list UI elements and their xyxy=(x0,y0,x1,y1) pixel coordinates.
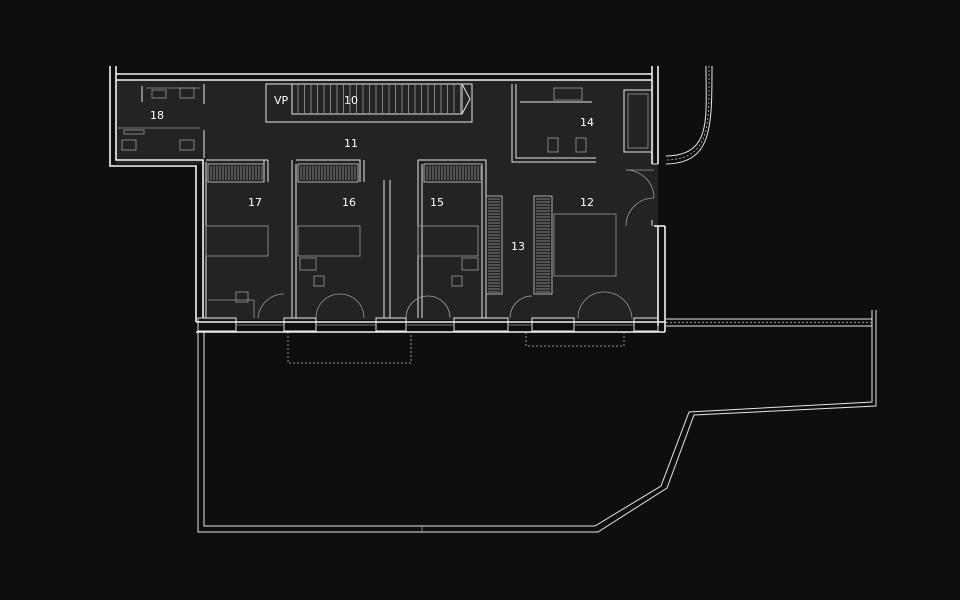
room-label-vp: VP xyxy=(274,94,289,107)
terrace-outline xyxy=(197,310,877,533)
room-18-furniture xyxy=(118,84,205,158)
wardrobes xyxy=(207,163,553,295)
room-label-18: 18 xyxy=(150,109,164,122)
facade-openings xyxy=(197,317,659,332)
room-label-15: 15 xyxy=(430,196,444,209)
room-label-17: 17 xyxy=(248,196,262,209)
room-label-16: 16 xyxy=(342,196,356,209)
floor-area xyxy=(116,80,658,320)
room-14-bathroom xyxy=(511,84,653,163)
balconies xyxy=(287,332,625,364)
room-label-12: 12 xyxy=(580,196,594,209)
room-label-10: 10 xyxy=(344,94,358,107)
room-label-13: 13 xyxy=(511,240,525,253)
east-railing xyxy=(666,318,872,327)
room-labels: VP 10 11 12 13 14 15 16 17 18 xyxy=(150,94,594,253)
door-swings xyxy=(257,169,655,319)
room-label-14: 14 xyxy=(580,116,594,129)
exterior-walls xyxy=(109,66,666,333)
ne-ramp xyxy=(665,65,713,165)
staircase xyxy=(265,83,473,123)
beds xyxy=(205,213,617,318)
stair-treads xyxy=(297,84,461,114)
wardrobe-hatch xyxy=(210,166,550,293)
room-label-11: 11 xyxy=(344,137,358,150)
